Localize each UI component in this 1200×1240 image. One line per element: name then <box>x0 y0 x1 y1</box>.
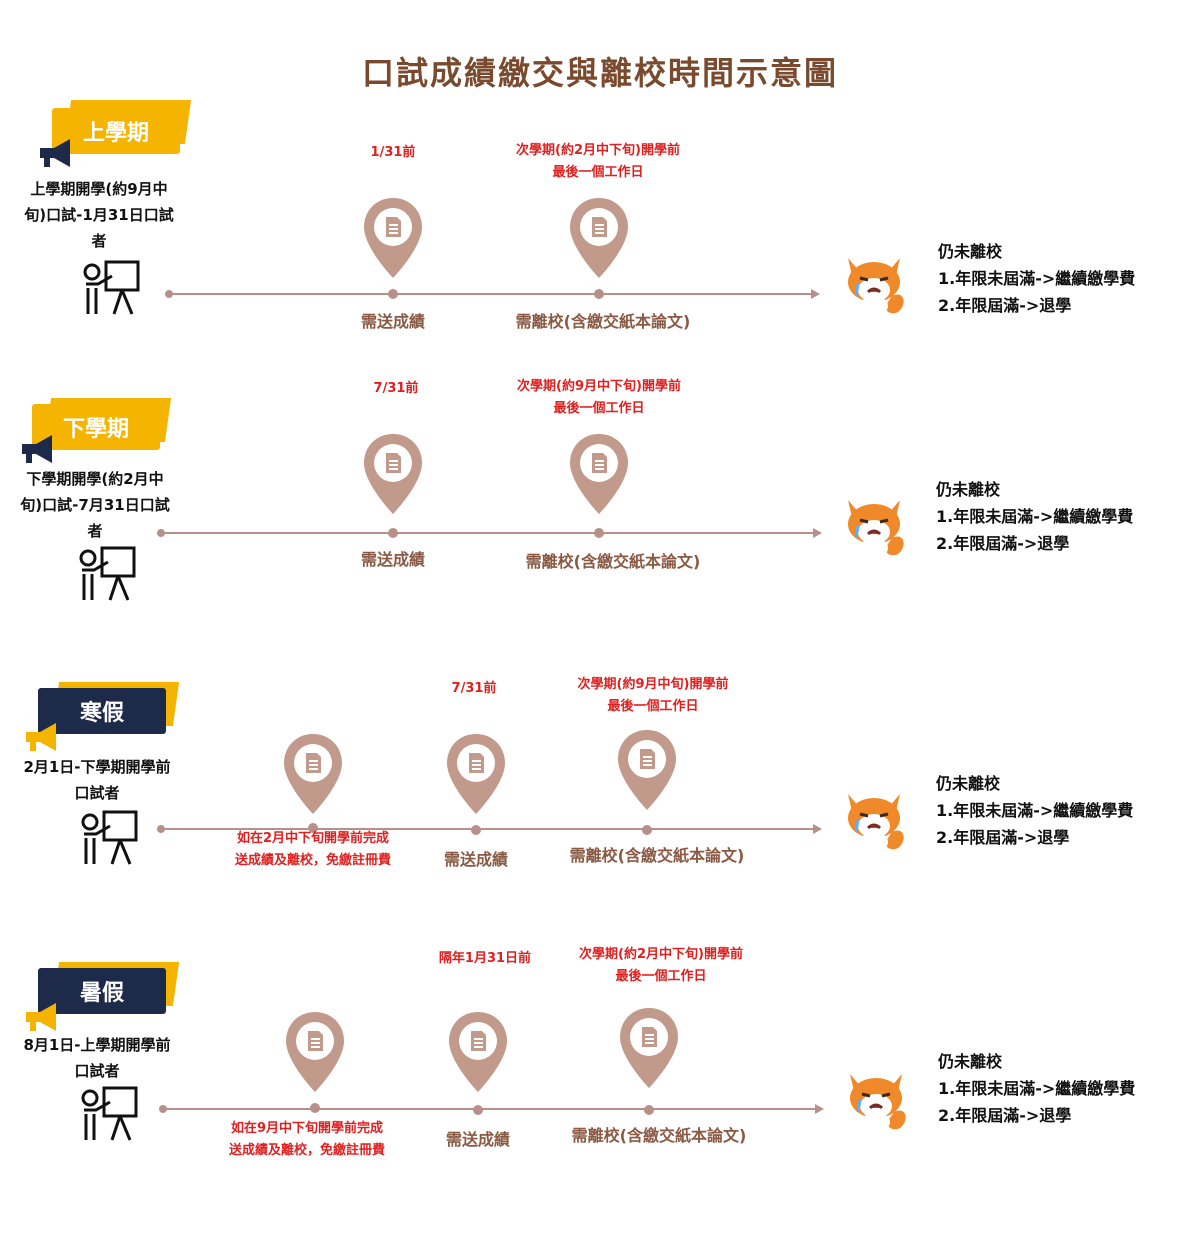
milestone-label: 需送成績 <box>360 550 425 569</box>
semester-badge: 寒假 <box>38 688 166 734</box>
megaphone-icon <box>26 723 56 751</box>
milestone-label: 需離校(含繳交紙本論文) <box>569 846 745 865</box>
timeline <box>160 828 815 830</box>
crying-fox-icon <box>848 500 904 558</box>
note-line: 1.年限未屆滿->繼續繳學費 <box>936 507 1134 526</box>
section-summer-break: 暑假 8月1日-上學期開學前口試者 如在9月中下旬開學前完成 送成績及離校，免繳… <box>0 947 1200 1240</box>
semester-badge: 上學期 <box>52 108 180 154</box>
note-title: 仍未離校 <box>938 1052 1003 1071</box>
megaphone-icon <box>40 139 70 167</box>
not-left-notes: 仍未離校 1.年限未屆滿->繼續繳學費 2.年限屆滿->退學 <box>936 476 1133 557</box>
map-pin-document-icon <box>364 198 422 278</box>
map-pin-document-icon <box>449 1012 507 1092</box>
defense-period: 8月1日-上學期開學前口試者 <box>23 1036 171 1080</box>
deadline-label: 7/31前 <box>373 381 419 396</box>
timeline-point <box>308 823 318 833</box>
milestone-label: 需送成績 <box>360 312 425 331</box>
note-line: 2.年限屆滿->退學 <box>938 1106 1072 1125</box>
timeline-point <box>388 528 398 538</box>
timeline <box>160 532 815 534</box>
deadline-label: 1/31前 <box>370 145 416 160</box>
deadline-label: 次學期(約9月中旬)開學前 最後一個工作日 <box>577 677 729 714</box>
map-pin-document-icon <box>364 434 422 514</box>
crying-fox-icon <box>848 258 904 316</box>
presenter-icon <box>79 546 136 601</box>
timeline <box>162 1108 817 1110</box>
note-line: 2.年限屆滿->退學 <box>936 534 1070 553</box>
milestone-label: 需離校(含繳交紙本論文) <box>525 552 701 571</box>
defense-period: 上學期開學(約9月中旬)口試-1月31日口試者 <box>24 180 174 250</box>
presenter-icon <box>81 810 138 865</box>
note-line: 2.年限屆滿->退學 <box>936 828 1070 847</box>
deadline-label: 次學期(約9月中下旬)開學前 最後一個工作日 <box>517 379 681 416</box>
map-pin-document-icon <box>286 1012 344 1092</box>
crying-fox-icon <box>848 794 904 852</box>
waiver-note: 如在2月中下旬開學前完成 送成績及離校，免繳註冊費 <box>234 831 391 868</box>
not-left-notes: 仍未離校 1.年限未屆滿->繼續繳學費 2.年限屆滿->退學 <box>938 238 1135 319</box>
milestone-label: 需送成績 <box>443 850 508 869</box>
semester-badge: 下學期 <box>32 404 160 450</box>
milestone-label: 需離校(含繳交紙本論文) <box>571 1126 747 1145</box>
note-line: 1.年限未屆滿->繼續繳學費 <box>936 801 1134 820</box>
map-pin-document-icon <box>620 1008 678 1088</box>
timeline-point <box>473 1105 483 1115</box>
milestone-label: 需送成績 <box>445 1130 510 1149</box>
note-line: 1.年限未屆滿->繼續繳學費 <box>938 269 1136 288</box>
not-left-notes: 仍未離校 1.年限未屆滿->繼續繳學費 2.年限屆滿->退學 <box>938 1048 1135 1129</box>
map-pin-document-icon <box>618 730 676 810</box>
section-lower-semester: 下學期 下學期開學(約2月中旬)口試-7月31日口試者 7/31前 需送成績 次… <box>0 379 1200 676</box>
deadline-label: 次學期(約2月中下旬)開學前 最後一個工作日 <box>516 143 680 180</box>
timeline-point <box>594 528 604 538</box>
defense-period: 2月1日-下學期開學前口試者 <box>23 758 171 802</box>
note-line: 1.年限未屆滿->繼續繳學費 <box>938 1079 1136 1098</box>
timeline-point <box>594 289 604 299</box>
megaphone-icon <box>22 435 52 463</box>
note-title: 仍未離校 <box>936 774 1001 793</box>
milestone-label: 需離校(含繳交紙本論文) <box>515 312 691 331</box>
page-title: 口試成績繳交與離校時間示意圖 <box>361 54 838 92</box>
map-pin-document-icon <box>570 198 628 278</box>
not-left-notes: 仍未離校 1.年限未屆滿->繼續繳學費 2.年限屆滿->退學 <box>936 770 1133 851</box>
timeline-point <box>388 289 398 299</box>
megaphone-icon <box>26 1003 56 1031</box>
semester-badge: 暑假 <box>38 968 166 1014</box>
presenter-icon <box>81 1086 138 1141</box>
waiver-note: 如在9月中下旬開學前完成 送成績及離校，免繳註冊費 <box>228 1121 385 1158</box>
timeline-point <box>471 825 481 835</box>
crying-fox-icon <box>850 1074 906 1132</box>
deadline-label: 7/31前 <box>451 681 497 696</box>
deadline-label: 次學期(約2月中下旬)開學前 最後一個工作日 <box>579 947 743 984</box>
map-pin-document-icon <box>570 434 628 514</box>
presenter-icon <box>83 260 140 315</box>
timeline <box>168 293 813 295</box>
map-pin-document-icon <box>284 734 342 814</box>
defense-period: 下學期開學(約2月中旬)口試-7月31日口試者 <box>20 470 170 540</box>
timeline-point <box>644 1105 654 1115</box>
note-title: 仍未離校 <box>938 242 1003 261</box>
section-winter-break: 寒假 2月1日-下學期開學前口試者 如在2月中下旬開學前完成 送成績及離校，免繳… <box>0 677 1200 960</box>
note-title: 仍未離校 <box>936 480 1001 499</box>
timeline-point <box>310 1103 320 1113</box>
map-pin-document-icon <box>447 734 505 814</box>
timeline-point <box>642 825 652 835</box>
note-line: 2.年限屆滿->退學 <box>938 296 1072 315</box>
section-upper-semester: 上學期 上學期開學(約9月中旬)口試-1月31日口試者 1/31前 需送成績 次… <box>0 100 1200 380</box>
deadline-label: 隔年1月31日前 <box>438 951 532 966</box>
